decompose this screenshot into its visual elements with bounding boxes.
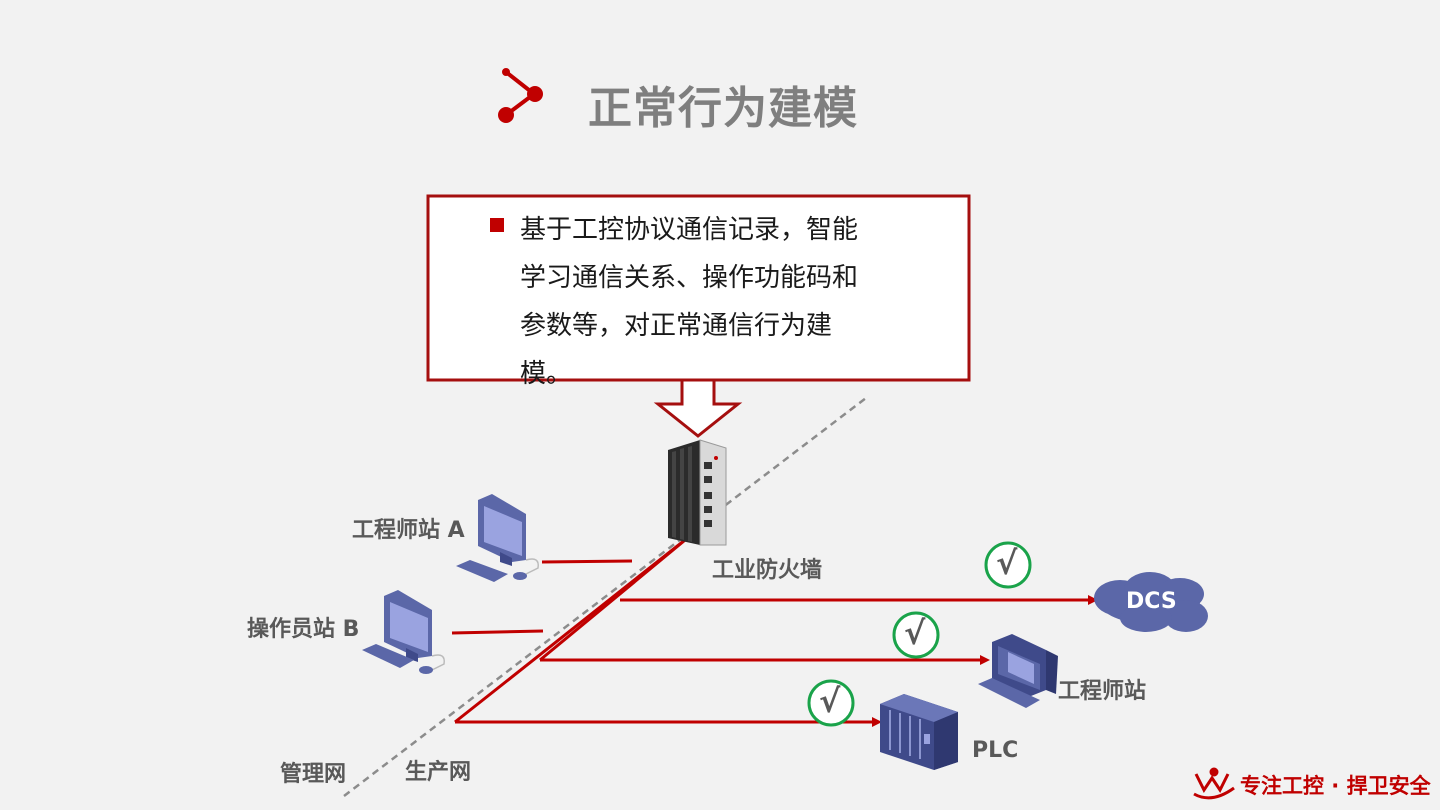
title-connector-icon <box>498 68 543 123</box>
label-plc: PLC <box>972 738 1019 763</box>
page-title: 正常行为建模 <box>588 83 858 134</box>
label-management-network: 管理网 <box>280 762 347 787</box>
check-mark-engineer: √ <box>904 614 926 652</box>
zone-divider-line <box>343 397 867 797</box>
plc-icon <box>880 694 958 770</box>
label-operator-station-b: 操作员站 B <box>247 617 360 642</box>
computer-icon-engineer-station <box>978 634 1058 708</box>
connection-lines <box>451 526 1090 724</box>
check-mark-plc: √ <box>819 682 841 720</box>
square-bullet-icon <box>490 218 504 232</box>
label-engineer-station: 工程师站 <box>1058 679 1147 704</box>
computer-icon-engineer-a <box>456 494 539 582</box>
check-circle-engineer <box>892 611 940 659</box>
label-firewall: 工业防火墙 <box>712 558 823 583</box>
arrow-heads <box>872 595 1098 727</box>
firewall-device-icon <box>668 439 727 546</box>
computer-icon-operator-b <box>362 590 445 674</box>
footer-tagline: 专注工控 · 捍卫安全 <box>1240 774 1431 798</box>
callout-text: 基于工控协议通信记录，智能学习通信关系、操作功能码和参数等，对正常通信行为建模。 <box>520 215 859 389</box>
down-arrow-icon <box>653 378 743 438</box>
label-production-network: 生产网 <box>405 760 472 785</box>
check-mark-dcs: √ <box>996 544 1018 582</box>
dcs-cloud-icon <box>1094 572 1208 632</box>
brand-logo-icon <box>1193 767 1235 800</box>
label-dcs: DCS <box>1126 589 1177 614</box>
label-engineer-station-a: 工程师站 A <box>352 518 465 543</box>
check-circle-plc <box>807 679 855 727</box>
check-circle-dcs <box>984 541 1032 589</box>
